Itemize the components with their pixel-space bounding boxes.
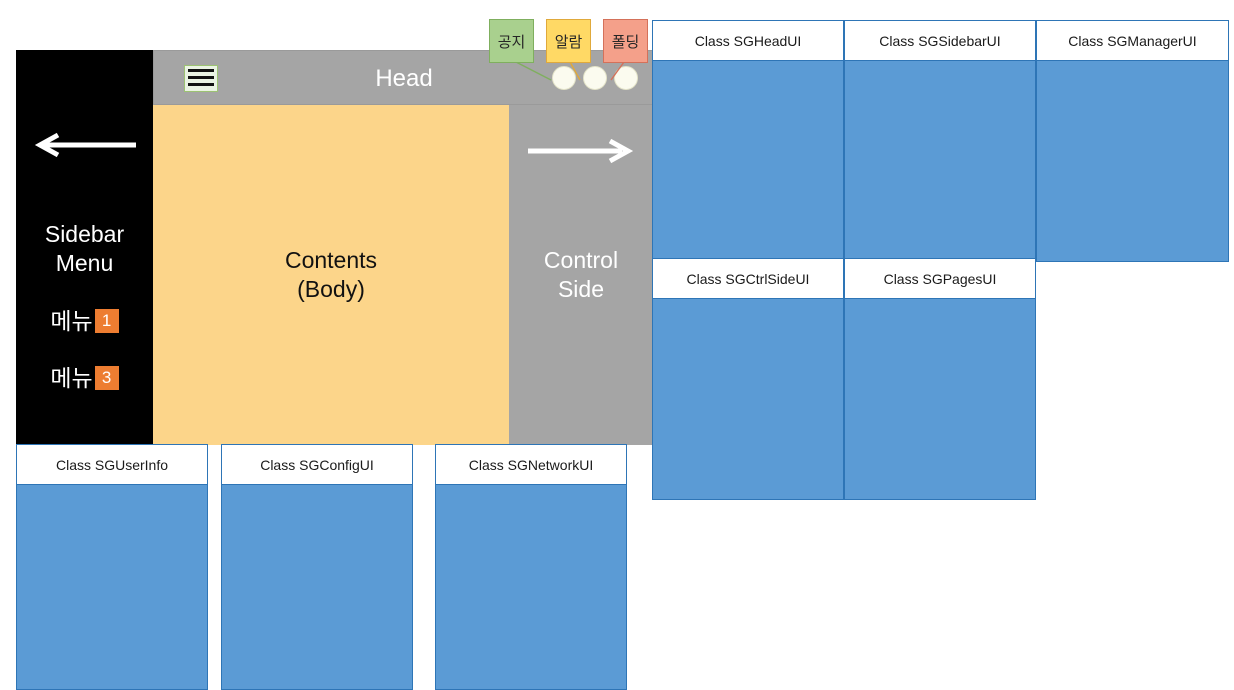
- sidebar-menu-item-2-badge: 3: [94, 366, 119, 390]
- arrow-left-icon[interactable]: [32, 132, 138, 158]
- head-title: Head: [375, 65, 433, 92]
- class-box-sgconfigui-title: Class SGConfigUI: [222, 445, 412, 485]
- head-dot-2-icon[interactable]: [583, 66, 607, 90]
- class-box-sgmanagerui-title: Class SGManagerUI: [1037, 21, 1228, 61]
- callout-alarm[interactable]: 알람: [546, 19, 591, 63]
- head-dot-3-icon[interactable]: [614, 66, 638, 90]
- class-box-sguserinfo-title: Class SGUserInfo: [17, 445, 207, 485]
- callout-notice[interactable]: 공지: [489, 19, 534, 63]
- class-box-sgctrlsideui[interactable]: Class SGCtrlSideUI: [652, 258, 844, 500]
- sidebar-menu-item-2-label: 메뉴: [50, 365, 93, 391]
- class-box-sgnetworkui[interactable]: Class SGNetworkUI: [435, 444, 627, 690]
- class-box-sgctrlsideui-title: Class SGCtrlSideUI: [653, 259, 843, 299]
- contents-body: Contents (Body): [153, 105, 509, 445]
- body-area: Contents (Body) Control Side: [153, 105, 653, 445]
- sidebar-menu-item-1-badge: 1: [94, 309, 119, 333]
- sidebar-title: Sidebar Menu: [44, 221, 125, 276]
- class-box-sgheadui-title: Class SGHeadUI: [653, 21, 843, 61]
- class-box-sguserinfo[interactable]: Class SGUserInfo: [16, 444, 208, 690]
- class-box-sgconfigui[interactable]: Class SGConfigUI: [221, 444, 413, 690]
- hamburger-icon[interactable]: [184, 65, 218, 92]
- class-box-sgpagesui-title: Class SGPagesUI: [845, 259, 1035, 299]
- class-box-sgsidebarui-title: Class SGSidebarUI: [845, 21, 1035, 61]
- callout-folding[interactable]: 폴딩: [603, 19, 648, 63]
- class-box-sgmanagerui[interactable]: Class SGManagerUI: [1036, 20, 1229, 262]
- control-side-label: Control Side: [543, 247, 619, 302]
- class-box-sgnetworkui-title: Class SGNetworkUI: [436, 445, 626, 485]
- arrow-right-icon[interactable]: [526, 138, 636, 164]
- class-box-sgpagesui[interactable]: Class SGPagesUI: [844, 258, 1036, 500]
- sidebar-menu-item-1-label: 메뉴: [50, 308, 93, 334]
- control-side-panel: Control Side: [509, 105, 653, 445]
- head-dot-1-icon[interactable]: [552, 66, 576, 90]
- class-box-sgsidebarui[interactable]: Class SGSidebarUI: [844, 20, 1036, 262]
- class-box-sgheadui[interactable]: Class SGHeadUI: [652, 20, 844, 262]
